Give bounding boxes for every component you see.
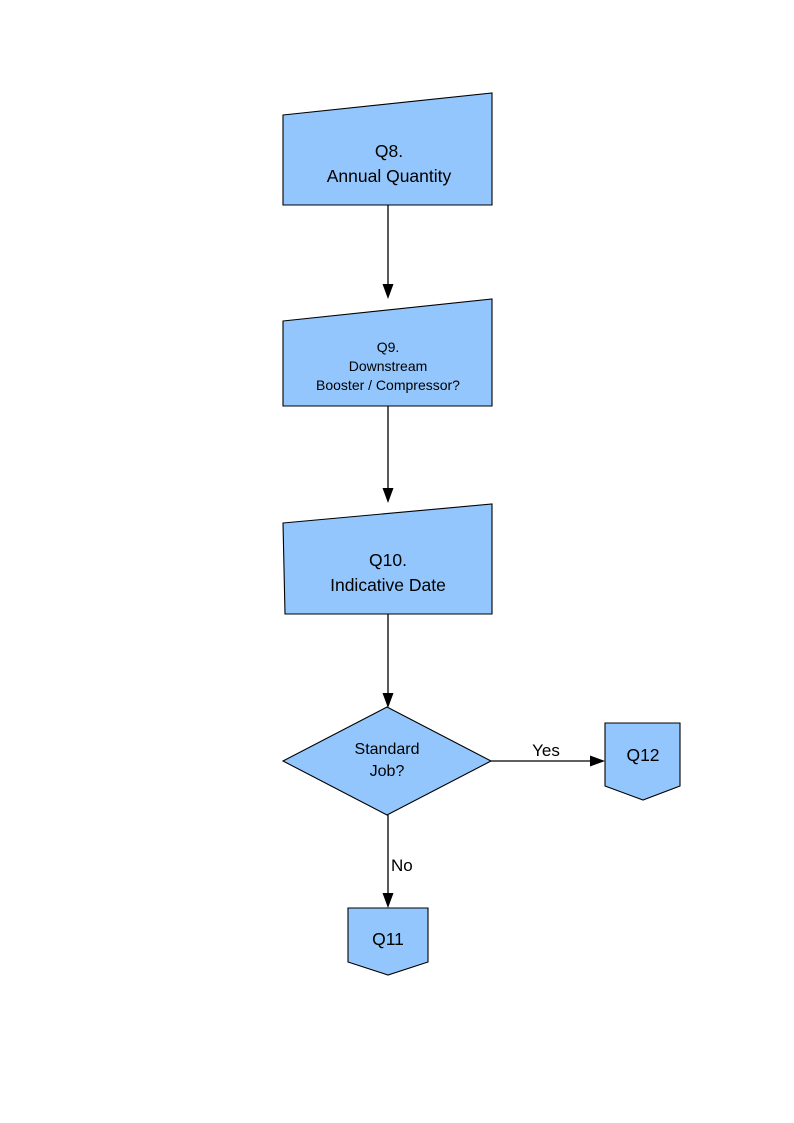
- connector-decision-to-q12: [491, 755, 605, 767]
- decision-label-line2: Job?: [370, 763, 405, 780]
- arrow-head-icon: [382, 488, 394, 503]
- q8-label-line1: Q8.: [375, 141, 403, 161]
- q11-shape[interactable]: [347, 907, 429, 976]
- q9-label-line1: Q9.: [377, 339, 400, 355]
- node-q9[interactable]: Q9. Downstream Booster / Compressor?: [282, 298, 493, 407]
- node-q11[interactable]: Q11: [347, 907, 429, 976]
- q12-label: Q12: [626, 745, 659, 765]
- q8-shape[interactable]: [282, 92, 493, 206]
- arrow-head-icon: [382, 693, 394, 708]
- node-q12[interactable]: Q12: [604, 722, 681, 801]
- decision-shape[interactable]: [281, 706, 493, 816]
- connector-q10-to-decision: [382, 614, 394, 708]
- edge-label-no: No: [391, 856, 413, 875]
- decision-label-line1: Standard: [355, 741, 420, 758]
- node-decision-standard-job[interactable]: Standard Job?: [281, 706, 493, 816]
- q8-label-line2: Annual Quantity: [327, 166, 452, 186]
- arrow-head-icon: [382, 893, 394, 908]
- arrow-head-icon: [590, 755, 605, 767]
- q10-shape[interactable]: [282, 503, 493, 615]
- connector-q9-to-q10: [382, 406, 394, 503]
- arrow-head-icon: [382, 284, 394, 299]
- connector-q8-to-q9: [382, 205, 394, 299]
- connector-decision-to-q11: [382, 815, 394, 908]
- node-q8[interactable]: Q8. Annual Quantity: [282, 92, 493, 206]
- q9-shape[interactable]: [282, 298, 493, 407]
- q9-label-line2: Downstream: [349, 358, 428, 374]
- q11-label: Q11: [372, 929, 404, 949]
- q12-shape[interactable]: [604, 722, 681, 801]
- node-q10[interactable]: Q10. Indicative Date: [282, 503, 493, 615]
- q10-label-line1: Q10.: [369, 550, 407, 570]
- edge-label-yes: Yes: [532, 741, 560, 760]
- q10-label-line2: Indicative Date: [330, 575, 446, 595]
- q9-label-line3: Booster / Compressor?: [316, 377, 460, 393]
